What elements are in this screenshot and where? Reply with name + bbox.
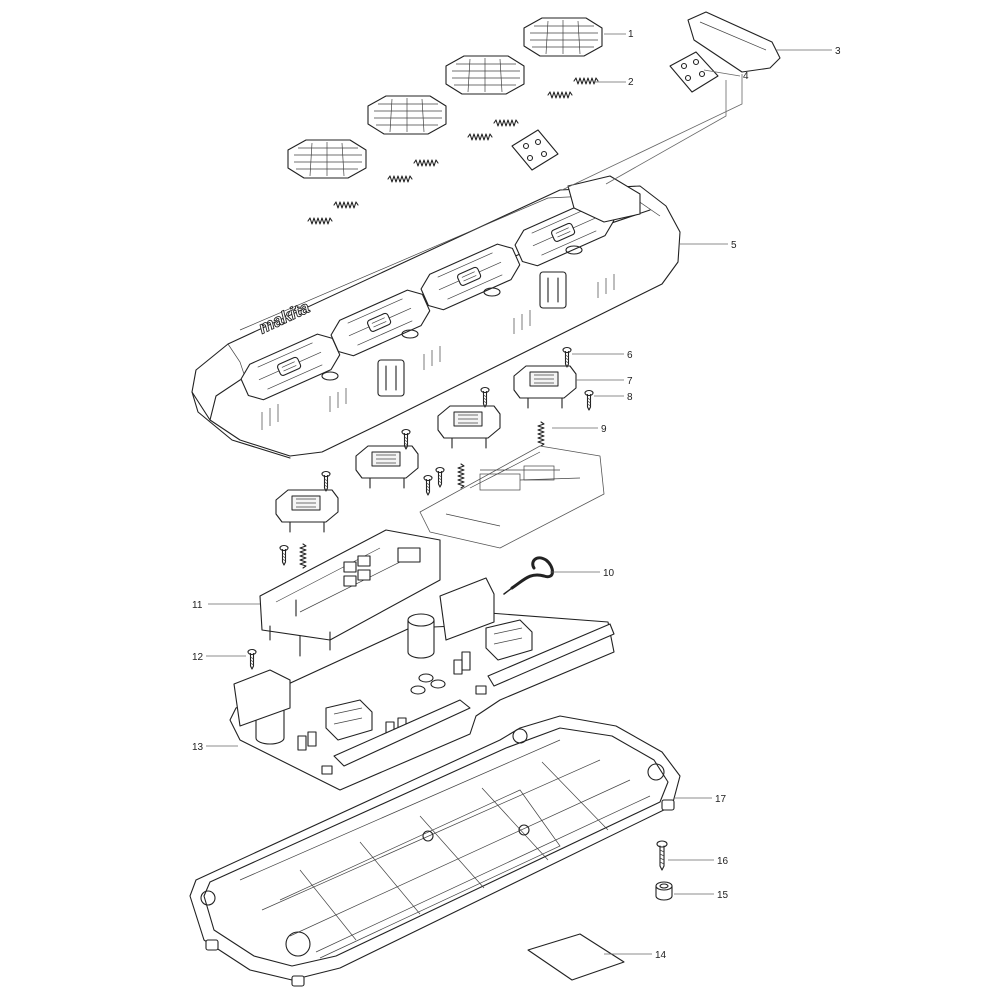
callout-12: 12: [192, 652, 204, 663]
callout-13: 13: [192, 742, 204, 753]
callout-8: 8: [627, 392, 633, 403]
base-feet: [205, 799, 675, 987]
shoe-1: [523, 17, 603, 57]
terminal-3: [355, 445, 419, 489]
callout-16: 16: [717, 856, 729, 867]
callout-1: 1: [628, 29, 634, 40]
part-10-wire: [503, 556, 554, 595]
shoe-4: [287, 139, 367, 179]
inner-frame: [419, 445, 605, 549]
part-4-label-copy: [511, 129, 559, 171]
heatsink-2: [233, 669, 291, 727]
part-4-label: [669, 51, 719, 93]
part-3-nameplate: [687, 11, 781, 73]
part-5-upper-housing: makita: [191, 175, 681, 459]
terminal-2: [437, 405, 501, 449]
indicator-windows: [377, 271, 567, 397]
shoe-2: [445, 55, 525, 95]
callout-6: 6: [627, 350, 633, 361]
leader-lines: [206, 33, 832, 955]
callout-9: 9: [601, 424, 607, 435]
callout-14: 14: [655, 950, 667, 961]
callout-2: 2: [628, 77, 634, 88]
vent-ribs: [261, 274, 615, 430]
heatsink-1: [439, 577, 495, 641]
part-15-bushing: [655, 881, 673, 901]
shoe-3: [367, 95, 447, 135]
callout-15: 15: [717, 890, 729, 901]
part-12-screw: [247, 648, 257, 670]
part-11-holder: [259, 529, 441, 657]
callout-10: 10: [603, 568, 615, 579]
callout-3: 3: [835, 46, 841, 57]
transformer-1: [485, 619, 533, 661]
callout-7: 7: [627, 376, 633, 387]
callout-11: 11: [192, 600, 203, 611]
base-bosses: [200, 728, 665, 957]
part-13-pcb: [229, 577, 615, 791]
capacitor-1: [407, 613, 435, 659]
terminal-1: [513, 365, 577, 409]
part-16-screw: [656, 840, 668, 871]
callout-labels: 1 2 3 4 5 6 7 8 9 10 11 12 13 14 15 16 1…: [192, 29, 841, 961]
bay-slots: [321, 245, 583, 381]
callout-4: 4: [743, 71, 749, 82]
part-14-sticker: [527, 933, 625, 981]
terminal-4: [275, 489, 339, 533]
part-17-base: [189, 715, 681, 987]
callout-5: 5: [731, 240, 737, 251]
callout-17: 17: [715, 794, 727, 805]
transformer-2: [325, 699, 373, 741]
base-ribs: [239, 739, 651, 959]
